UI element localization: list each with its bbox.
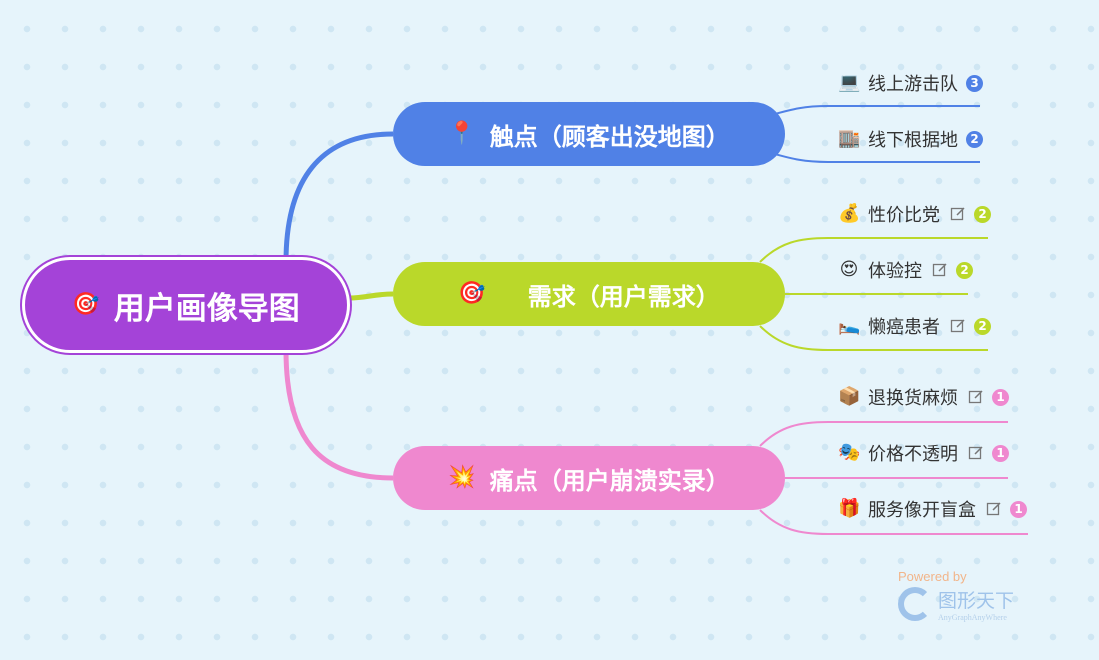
leaf-online[interactable]: 💻 线上游击队 3 (838, 68, 983, 98)
powered-by-text: Powered by (898, 569, 967, 584)
leaf-service[interactable]: 🎁 服务像开盲盒 1 (838, 494, 1027, 524)
branch-painpoints[interactable]: 💥 痛点（用户崩溃实录） (393, 446, 785, 510)
link-leaf-3-3 (759, 509, 1028, 535)
count-badge: 2 (974, 205, 991, 223)
edit-icon[interactable] (986, 501, 1002, 517)
collision-icon: 💥 (448, 465, 476, 490)
leaf-lazy[interactable]: 🛌 懒癌患者 2 (838, 311, 991, 341)
leaf-label: 服务像开盲盒 (868, 500, 976, 521)
leaf-label: 价格不透明 (868, 444, 958, 465)
count-badge: 2 (974, 317, 991, 335)
leaf-label: 退换货麻烦 (868, 388, 958, 409)
store-icon: 🏬 (838, 128, 861, 149)
target-icon: 🎯 (458, 281, 486, 306)
branch-label: 触点（顾客出没地图） (489, 122, 730, 151)
branch-needs[interactable]: 🎯 需求（用户需求） (393, 262, 785, 326)
edit-icon[interactable] (950, 318, 966, 334)
edit-icon[interactable] (968, 389, 984, 405)
branch-label: 痛点（用户崩溃实录） (489, 466, 730, 495)
leaf-label: 体验控 (868, 261, 922, 282)
heart-eyes-icon: 😍 (839, 259, 859, 280)
leaf-pricing[interactable]: 🎭 价格不透明 1 (838, 438, 1009, 468)
edit-icon[interactable] (950, 206, 966, 222)
link-leaf-2-3 (759, 325, 988, 351)
brand-logo: 图形天下 AnyGraphAnyWhere (898, 586, 1014, 622)
pin-icon: 📍 (448, 121, 476, 146)
target-icon: 🎯 (72, 292, 100, 317)
link-leaf-3-1 (759, 421, 1008, 447)
masks-icon: 🎭 (838, 442, 861, 463)
g-logo-icon (898, 587, 932, 621)
link-root-needs (349, 291, 394, 301)
count-badge: 1 (992, 444, 1009, 462)
laptop-icon: 💻 (838, 72, 861, 93)
count-badge: 1 (992, 388, 1009, 406)
money-bag-icon: 💰 (838, 203, 861, 224)
link-leaf-2-1 (759, 237, 988, 263)
brand-subtitle: AnyGraphAnyWhere (938, 613, 1007, 622)
edit-icon[interactable] (968, 445, 984, 461)
count-badge: 1 (1010, 500, 1027, 518)
root-label: 用户画像导图 (113, 290, 300, 327)
branch-label: 需求（用户需求） (527, 282, 720, 311)
brand-name: 图形天下 (938, 590, 1015, 612)
edit-icon[interactable] (932, 262, 948, 278)
link-leaf-1-1 (759, 105, 980, 119)
leaf-label: 懒癌患者 (868, 317, 940, 338)
count-badge: 3 (966, 74, 983, 92)
branch-touchpoints[interactable]: 📍 触点（顾客出没地图） (393, 102, 785, 166)
watermark: Powered by 图形天下 AnyGraphAnyWhere (898, 569, 1014, 622)
count-badge: 2 (956, 261, 973, 279)
gift-icon: 🎁 (838, 498, 861, 519)
package-icon: 📦 (838, 386, 861, 407)
root-node[interactable]: 🎯 用户画像导图 (22, 257, 350, 353)
link-root-painpoints (283, 349, 394, 481)
leaf-offline[interactable]: 🏬 线下根据地 2 (838, 124, 983, 154)
leaf-returns[interactable]: 📦 退换货麻烦 1 (838, 382, 1009, 412)
count-badge: 2 (966, 130, 983, 148)
leaf-label: 性价比党 (868, 205, 940, 226)
bed-icon: 🛌 (838, 315, 861, 336)
leaf-experience[interactable]: 😍 体验控 2 (838, 255, 973, 285)
leaf-label: 线下根据地 (868, 130, 958, 151)
leaf-label: 线上游击队 (868, 74, 958, 95)
leaf-value-seekers[interactable]: 💰 性价比党 2 (838, 199, 991, 229)
link-root-touchpoints (283, 131, 394, 263)
